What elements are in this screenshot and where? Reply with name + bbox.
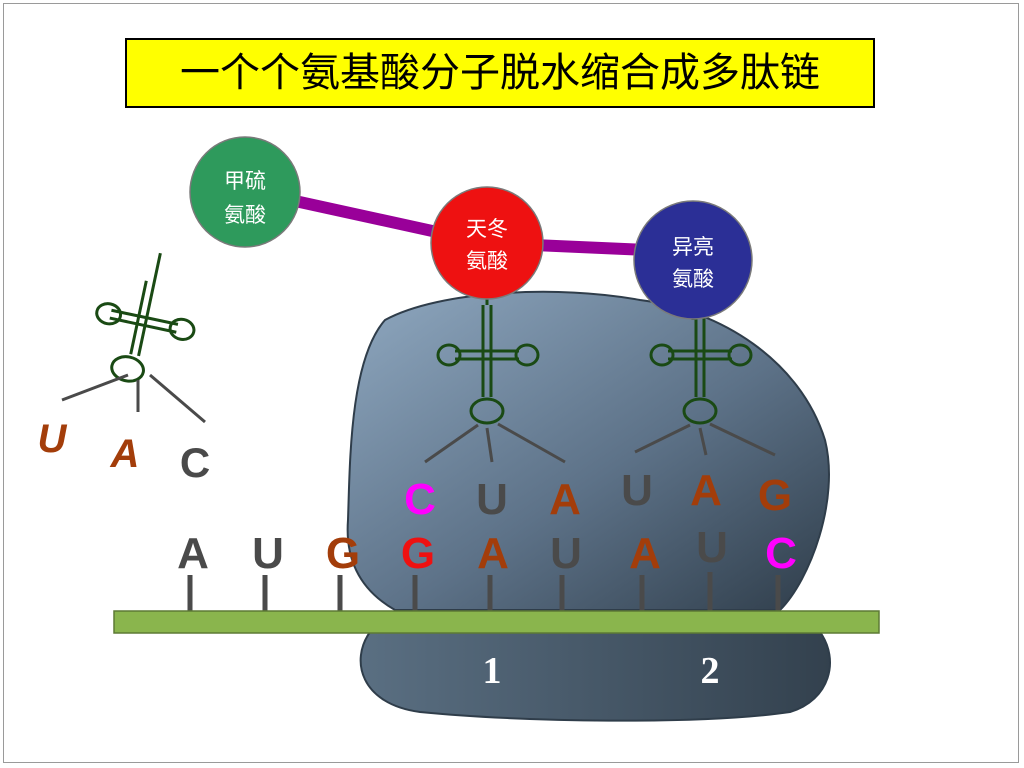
mrna-ticks [187, 572, 781, 612]
site1-anticodon-base-2: U [476, 475, 508, 524]
free-anticodon-base-1: U [38, 417, 68, 461]
mrna-base-1: A [177, 529, 209, 578]
mrna-base-4: G [401, 529, 435, 578]
site1-anticodon-line-2 [485, 427, 494, 463]
mrna-base-9: C [765, 529, 797, 578]
mrna-base-6: U [550, 529, 582, 578]
amino-acid-asp: 天冬 氨酸 [430, 186, 544, 300]
amino-acid-met-label-line2: 氨酸 [224, 203, 266, 227]
site-number-2: 2 [701, 650, 720, 692]
title-box [125, 38, 875, 108]
amino-acid-ile: 异亮 氨酸 [633, 200, 753, 320]
slide-title: 一个个氨基酸分子脱水缩合成多肽链 [180, 50, 820, 96]
amino-acid-ile-label-line1: 异亮 [672, 235, 714, 259]
free-anticodon-line-3 [149, 373, 206, 424]
trna-site-1 [436, 305, 540, 425]
site1-anticodon-base-1: C [404, 475, 436, 524]
mrna-base-7: A [629, 529, 661, 578]
mrna-base-3: G [326, 529, 360, 578]
amino-acid-ile-label-line2: 氨酸 [672, 267, 714, 291]
free-anticodon-base-2: A [110, 432, 140, 476]
site1-anticodon-line-3 [497, 422, 566, 464]
mrna-base-8: U [696, 523, 728, 572]
site2-anticodon-line-2 [698, 427, 708, 456]
amino-acid-met-label-line1: 甲硫 [224, 169, 266, 193]
site2-anticodon-base-2: A [690, 466, 722, 515]
ribosome-large-subunit [346, 290, 830, 611]
mrna-base-2: U [252, 529, 284, 578]
mrna-strand [113, 610, 880, 634]
trna-free [95, 252, 196, 383]
site2-anticodon-line-3 [709, 422, 776, 457]
amino-acid-met: 甲硫 氨酸 [189, 136, 301, 248]
mrna-base-5: A [477, 529, 509, 578]
free-anticodon-base-3: C [180, 439, 210, 486]
amino-acid-asp-label-line1: 天冬 [466, 217, 508, 241]
ribosome-small-subunit [359, 631, 831, 722]
amino-acid-asp-label-line2: 氨酸 [466, 249, 508, 273]
site-number-1: 1 [483, 650, 502, 692]
free-anticodon-line-1 [61, 373, 129, 402]
site2-anticodon-line-1 [634, 423, 691, 454]
site1-anticodon-base-3: A [549, 475, 581, 524]
site1-anticodon-line-1 [424, 423, 479, 464]
site2-anticodon-base-1: U [621, 466, 653, 515]
site2-anticodon-base-3: G [758, 471, 792, 520]
trna-site-2 [649, 310, 753, 425]
